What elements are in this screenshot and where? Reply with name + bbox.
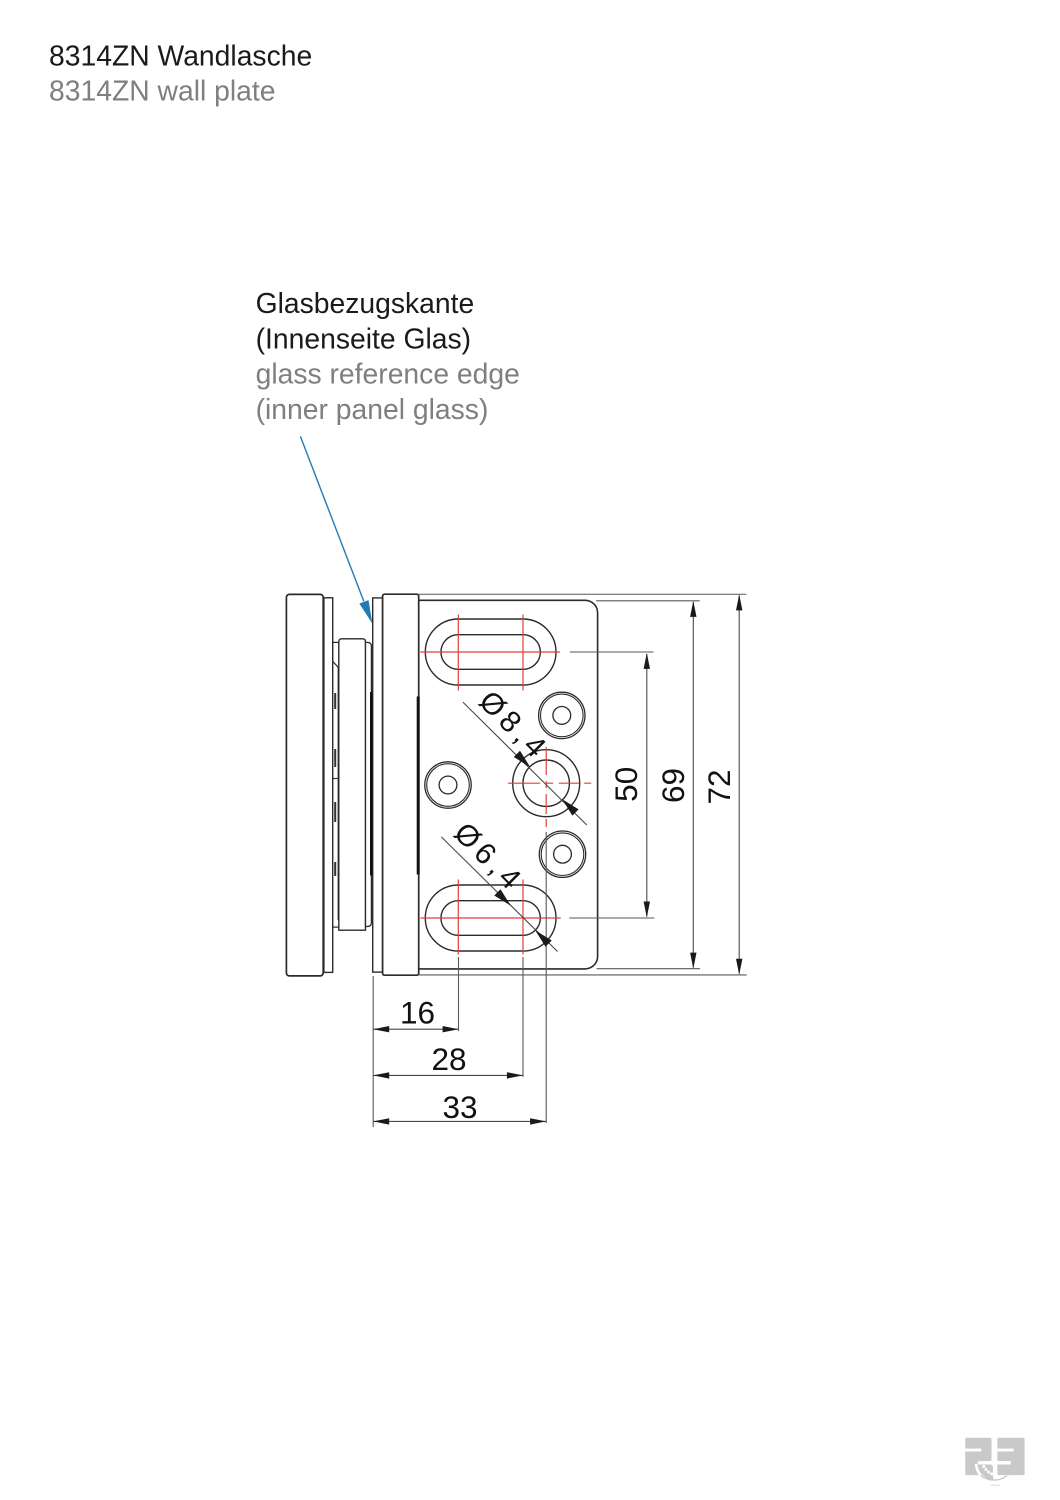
- svg-text:glass reference edge: glass reference edge: [256, 358, 520, 390]
- svg-text:33: 33: [442, 1089, 477, 1125]
- svg-text:28: 28: [431, 1041, 466, 1077]
- svg-text:8314ZN Wandlasche: 8314ZN Wandlasche: [49, 40, 312, 72]
- svg-text:50: 50: [608, 767, 644, 802]
- svg-text:(Innenseite Glas): (Innenseite Glas): [256, 322, 471, 354]
- svg-text:Glasbezugskante: Glasbezugskante: [256, 287, 475, 319]
- svg-text:16: 16: [400, 995, 435, 1031]
- svg-text:(inner panel glass): (inner panel glass): [256, 393, 489, 425]
- svg-text:8314ZN wall plate: 8314ZN wall plate: [49, 75, 276, 107]
- svg-text:72: 72: [701, 769, 737, 804]
- svg-text:69: 69: [655, 768, 691, 803]
